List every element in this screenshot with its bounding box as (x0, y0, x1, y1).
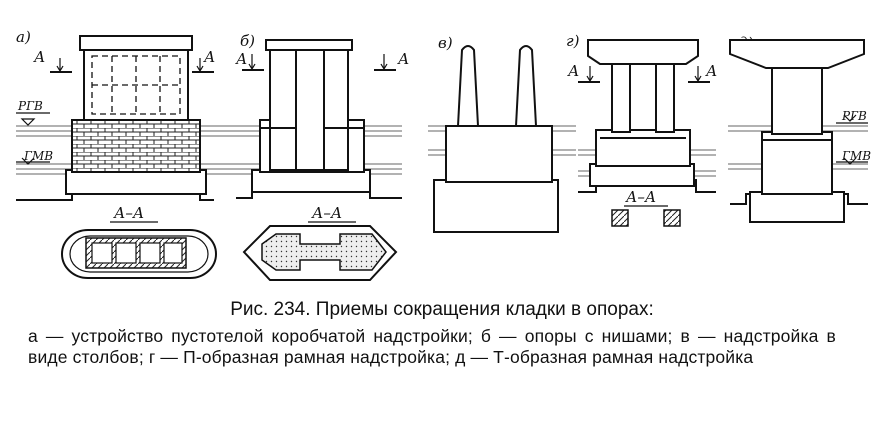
level-rgv-d: РГВ (841, 109, 867, 123)
pier-b-foundation (251, 169, 371, 193)
pier-g-plan-leg-right (663, 209, 681, 227)
section-label-b: А–А (311, 204, 342, 222)
pier-d: д) РГВ ГМВ (729, 34, 871, 223)
level-gmv-a: ГМВ (23, 149, 53, 163)
pier-g-crossbeam (587, 39, 699, 65)
caption-title: Рис. 234. Приемы сокращения кладки в опо… (230, 299, 654, 320)
pier-d-foundation (749, 191, 845, 223)
pier-v-base (445, 125, 553, 183)
figure-caption: Рис. 234. Приемы сокращения кладки в опо… (0, 298, 884, 368)
pier-b: б) А А А–А (235, 32, 409, 281)
section-mark-g-left: А (567, 62, 579, 80)
pier-g-leg-right (655, 61, 675, 133)
pier-d-stem (771, 63, 823, 135)
pier-g-plan-leg-left (611, 209, 629, 227)
pier-b-plan-section (261, 233, 387, 271)
pier-g: г) А А А–А (566, 32, 717, 227)
pier-a-cap (79, 35, 193, 51)
pier-b-shaft (269, 47, 349, 171)
section-mark-a-right: А (203, 48, 215, 66)
figure-drawing: а) А А РГВ ГМВ А–А б) (16, 28, 871, 281)
pier-a: а) А А РГВ ГМВ А–А (16, 28, 217, 279)
caption-text: а — устройство пустотелой коробчатой над… (28, 326, 836, 367)
label-v: в) (438, 34, 453, 52)
pier-a-foundation (65, 169, 207, 195)
section-label-a: А–А (113, 204, 144, 222)
pier-g-base (595, 129, 691, 167)
section-label-g: А–А (625, 188, 656, 206)
level-rgv-a: РГВ (17, 99, 43, 113)
pier-b-cap (265, 39, 353, 51)
section-mark-b-right: А (397, 50, 409, 68)
level-gmv-d: ГМВ (841, 149, 871, 163)
label-g: г) (566, 32, 580, 50)
section-mark-b-left: А (235, 50, 247, 68)
pier-v-foundation (433, 179, 559, 233)
section-mark-a-left: А (33, 48, 45, 66)
pier-a-masonry (71, 119, 201, 173)
label-b: б) (240, 32, 255, 50)
pier-g-foundation (589, 163, 695, 187)
pier-v: в) (433, 34, 559, 233)
label-a: а) (16, 28, 31, 46)
pier-g-leg-left (611, 61, 631, 133)
section-mark-g-right: А (705, 62, 717, 80)
pier-d-base (761, 131, 833, 195)
pier-v-column-left (456, 45, 480, 127)
pier-d-head (729, 39, 865, 69)
pier-v-column-right (514, 45, 538, 127)
